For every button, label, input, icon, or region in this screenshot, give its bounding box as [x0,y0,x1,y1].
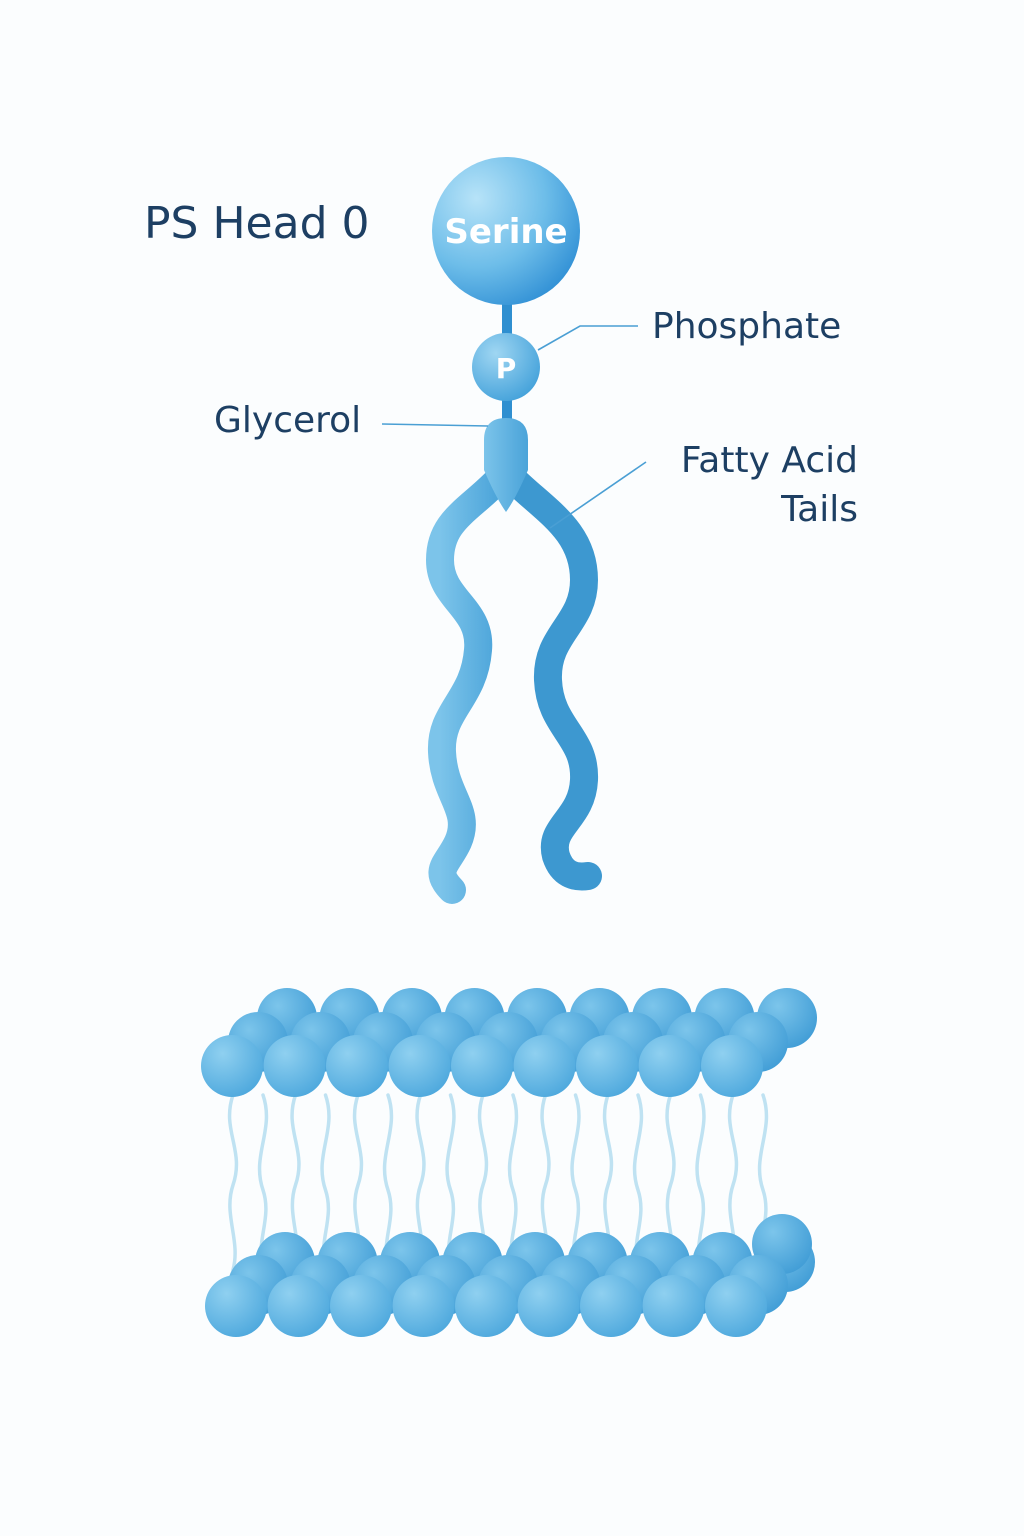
phosphate-leader-line [538,326,638,350]
lipid-bilayer-icon [201,988,817,1337]
upper-head-front [701,1035,763,1097]
upper-head-front [389,1035,451,1097]
upper-head-front [326,1035,388,1097]
phosphate-label: Phosphate [652,306,841,347]
lower-head-front [580,1275,642,1337]
upper-head-front [576,1035,638,1097]
fatty-acid-tail-right [512,478,588,876]
lower-head-front [643,1275,705,1337]
lower-head-front [705,1275,767,1337]
lower-head-front [268,1275,330,1337]
fatty-acid-label: Fatty Acid [681,440,858,481]
upper-head-front [264,1035,326,1097]
serine-label: Serine [444,212,567,252]
tails-label: Tails [780,489,858,530]
upper-head-front [201,1035,263,1097]
phospholipid-molecule-icon: Serine P [432,157,588,890]
glycerol-label: Glycerol [214,400,361,441]
phosphate-symbol: P [496,352,517,385]
glycerol-leader-line [382,424,488,426]
lower-head-front [205,1275,267,1337]
lower-head-front [330,1275,392,1337]
lower-head-front [518,1275,580,1337]
diagram-title: PS Head 0 [144,198,369,249]
tails-leader-line [550,462,646,528]
bilayer-tail [230,1095,237,1270]
fatty-acid-tail-left [440,478,500,890]
lower-head-front [455,1275,517,1337]
upper-head-front [451,1035,513,1097]
lower-head-front [393,1275,455,1337]
upper-head-front [514,1035,576,1097]
upper-head-front [639,1035,701,1097]
